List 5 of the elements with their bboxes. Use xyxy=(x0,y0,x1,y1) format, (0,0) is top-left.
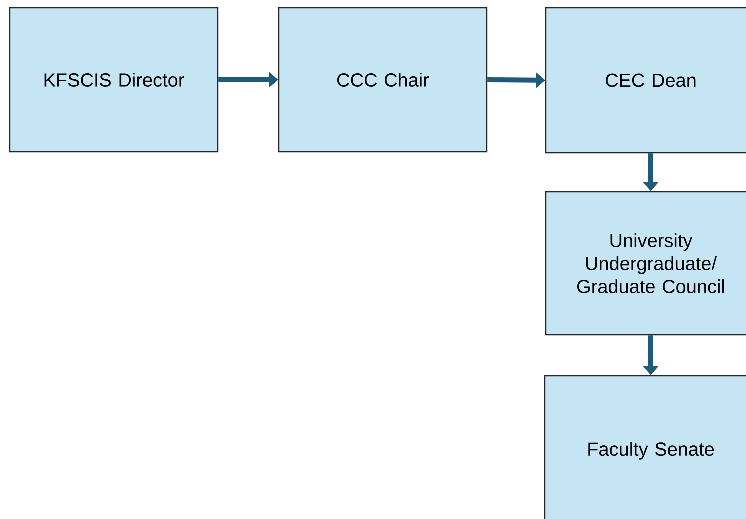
process-box: Faculty Senate xyxy=(544,375,746,519)
process-box: CCC Chair xyxy=(278,7,488,153)
process-box: University Undergraduate/ Graduate Council xyxy=(545,191,746,336)
process-box: CEC Dean xyxy=(545,7,746,154)
process-box: KFSCIS Director xyxy=(9,7,219,153)
